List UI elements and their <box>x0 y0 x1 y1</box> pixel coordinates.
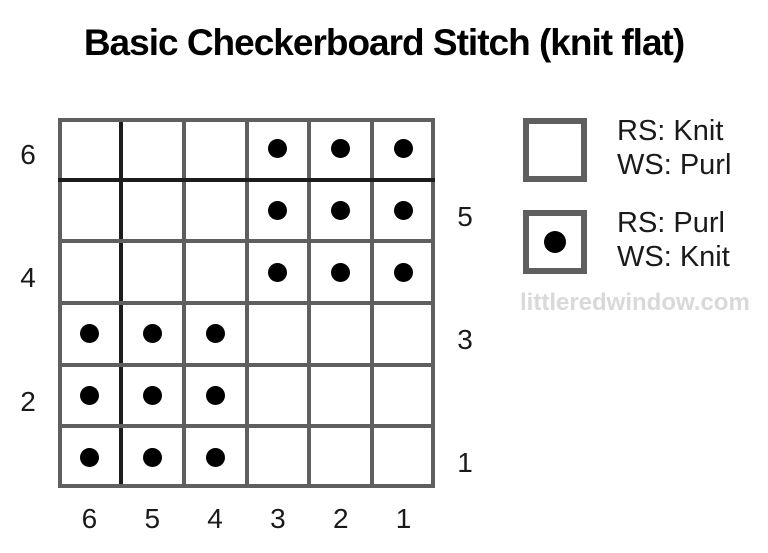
col-number-5: 5 <box>144 503 161 534</box>
purl-dot-icon <box>79 386 99 405</box>
purl-dot-icon <box>205 386 225 405</box>
row-number-4: 4 <box>20 262 36 294</box>
row-number-2: 2 <box>20 385 36 417</box>
purl-dot-icon <box>544 231 566 253</box>
legend-line: RS: Knit <box>617 115 724 147</box>
grid-line-horizontal <box>58 178 435 182</box>
row-number-5: 5 <box>457 200 473 232</box>
purl-dot-icon <box>205 447 225 467</box>
purl-dot-icon <box>331 139 351 159</box>
purl-dot-icon <box>142 386 162 405</box>
purl-dot-icon <box>79 447 99 467</box>
grid-line-horizontal <box>58 484 435 488</box>
purl-dot-icon <box>142 447 162 467</box>
col-number-3: 3 <box>270 503 286 534</box>
empty-square-icon <box>523 118 587 182</box>
dot-square-icon <box>523 210 587 274</box>
purl-dot-icon <box>331 201 351 220</box>
purl-dot-icon <box>268 262 288 282</box>
legend-text-purl: RS: Purl WS: Knit <box>617 206 730 274</box>
watermark: littleredwindow.com <box>520 289 750 316</box>
purl-dot-icon <box>331 262 351 282</box>
page-title: Basic Checkerboard Stitch (knit flat) <box>83 22 685 63</box>
purl-dot-icon <box>205 324 225 344</box>
purl-dot-icon <box>394 201 414 220</box>
grid-line-horizontal <box>58 118 435 122</box>
legend-line: WS: Purl <box>617 149 732 181</box>
legend-line: WS: Knit <box>617 241 730 273</box>
col-number-2: 2 <box>332 503 349 534</box>
legend-item-knit: RS: Knit WS: Purl <box>523 115 763 182</box>
knitting-chart: 6 5 4 3 2 1 6 5 4 3 2 1 <box>20 118 473 534</box>
purl-dot-icon <box>394 262 414 282</box>
legend-item-purl: RS: Purl WS: Knit <box>523 207 763 274</box>
legend-text-knit: RS: Knit WS: Purl <box>617 114 731 182</box>
legend-line: RS: Purl <box>617 207 725 239</box>
col-number-4: 4 <box>207 503 223 534</box>
purl-dot-icon <box>268 201 288 220</box>
grid-line-horizontal <box>58 301 435 305</box>
grid-line-horizontal <box>58 239 435 243</box>
col-number-6: 6 <box>81 503 98 534</box>
purl-dot-icon <box>142 324 162 344</box>
grid-line-horizontal <box>58 424 435 428</box>
purl-dot-icon <box>268 139 288 159</box>
row-number-6: 6 <box>20 138 36 170</box>
purl-dot-icon <box>394 139 414 159</box>
row-number-3: 3 <box>457 323 473 355</box>
row-number-1: 1 <box>457 447 473 479</box>
grid-line-horizontal <box>58 363 435 367</box>
col-number-1: 1 <box>395 503 412 534</box>
legend: RS: Knit WS: Purl RS: Purl WS: Knit <box>523 115 763 274</box>
purl-dot-icon <box>79 324 99 344</box>
